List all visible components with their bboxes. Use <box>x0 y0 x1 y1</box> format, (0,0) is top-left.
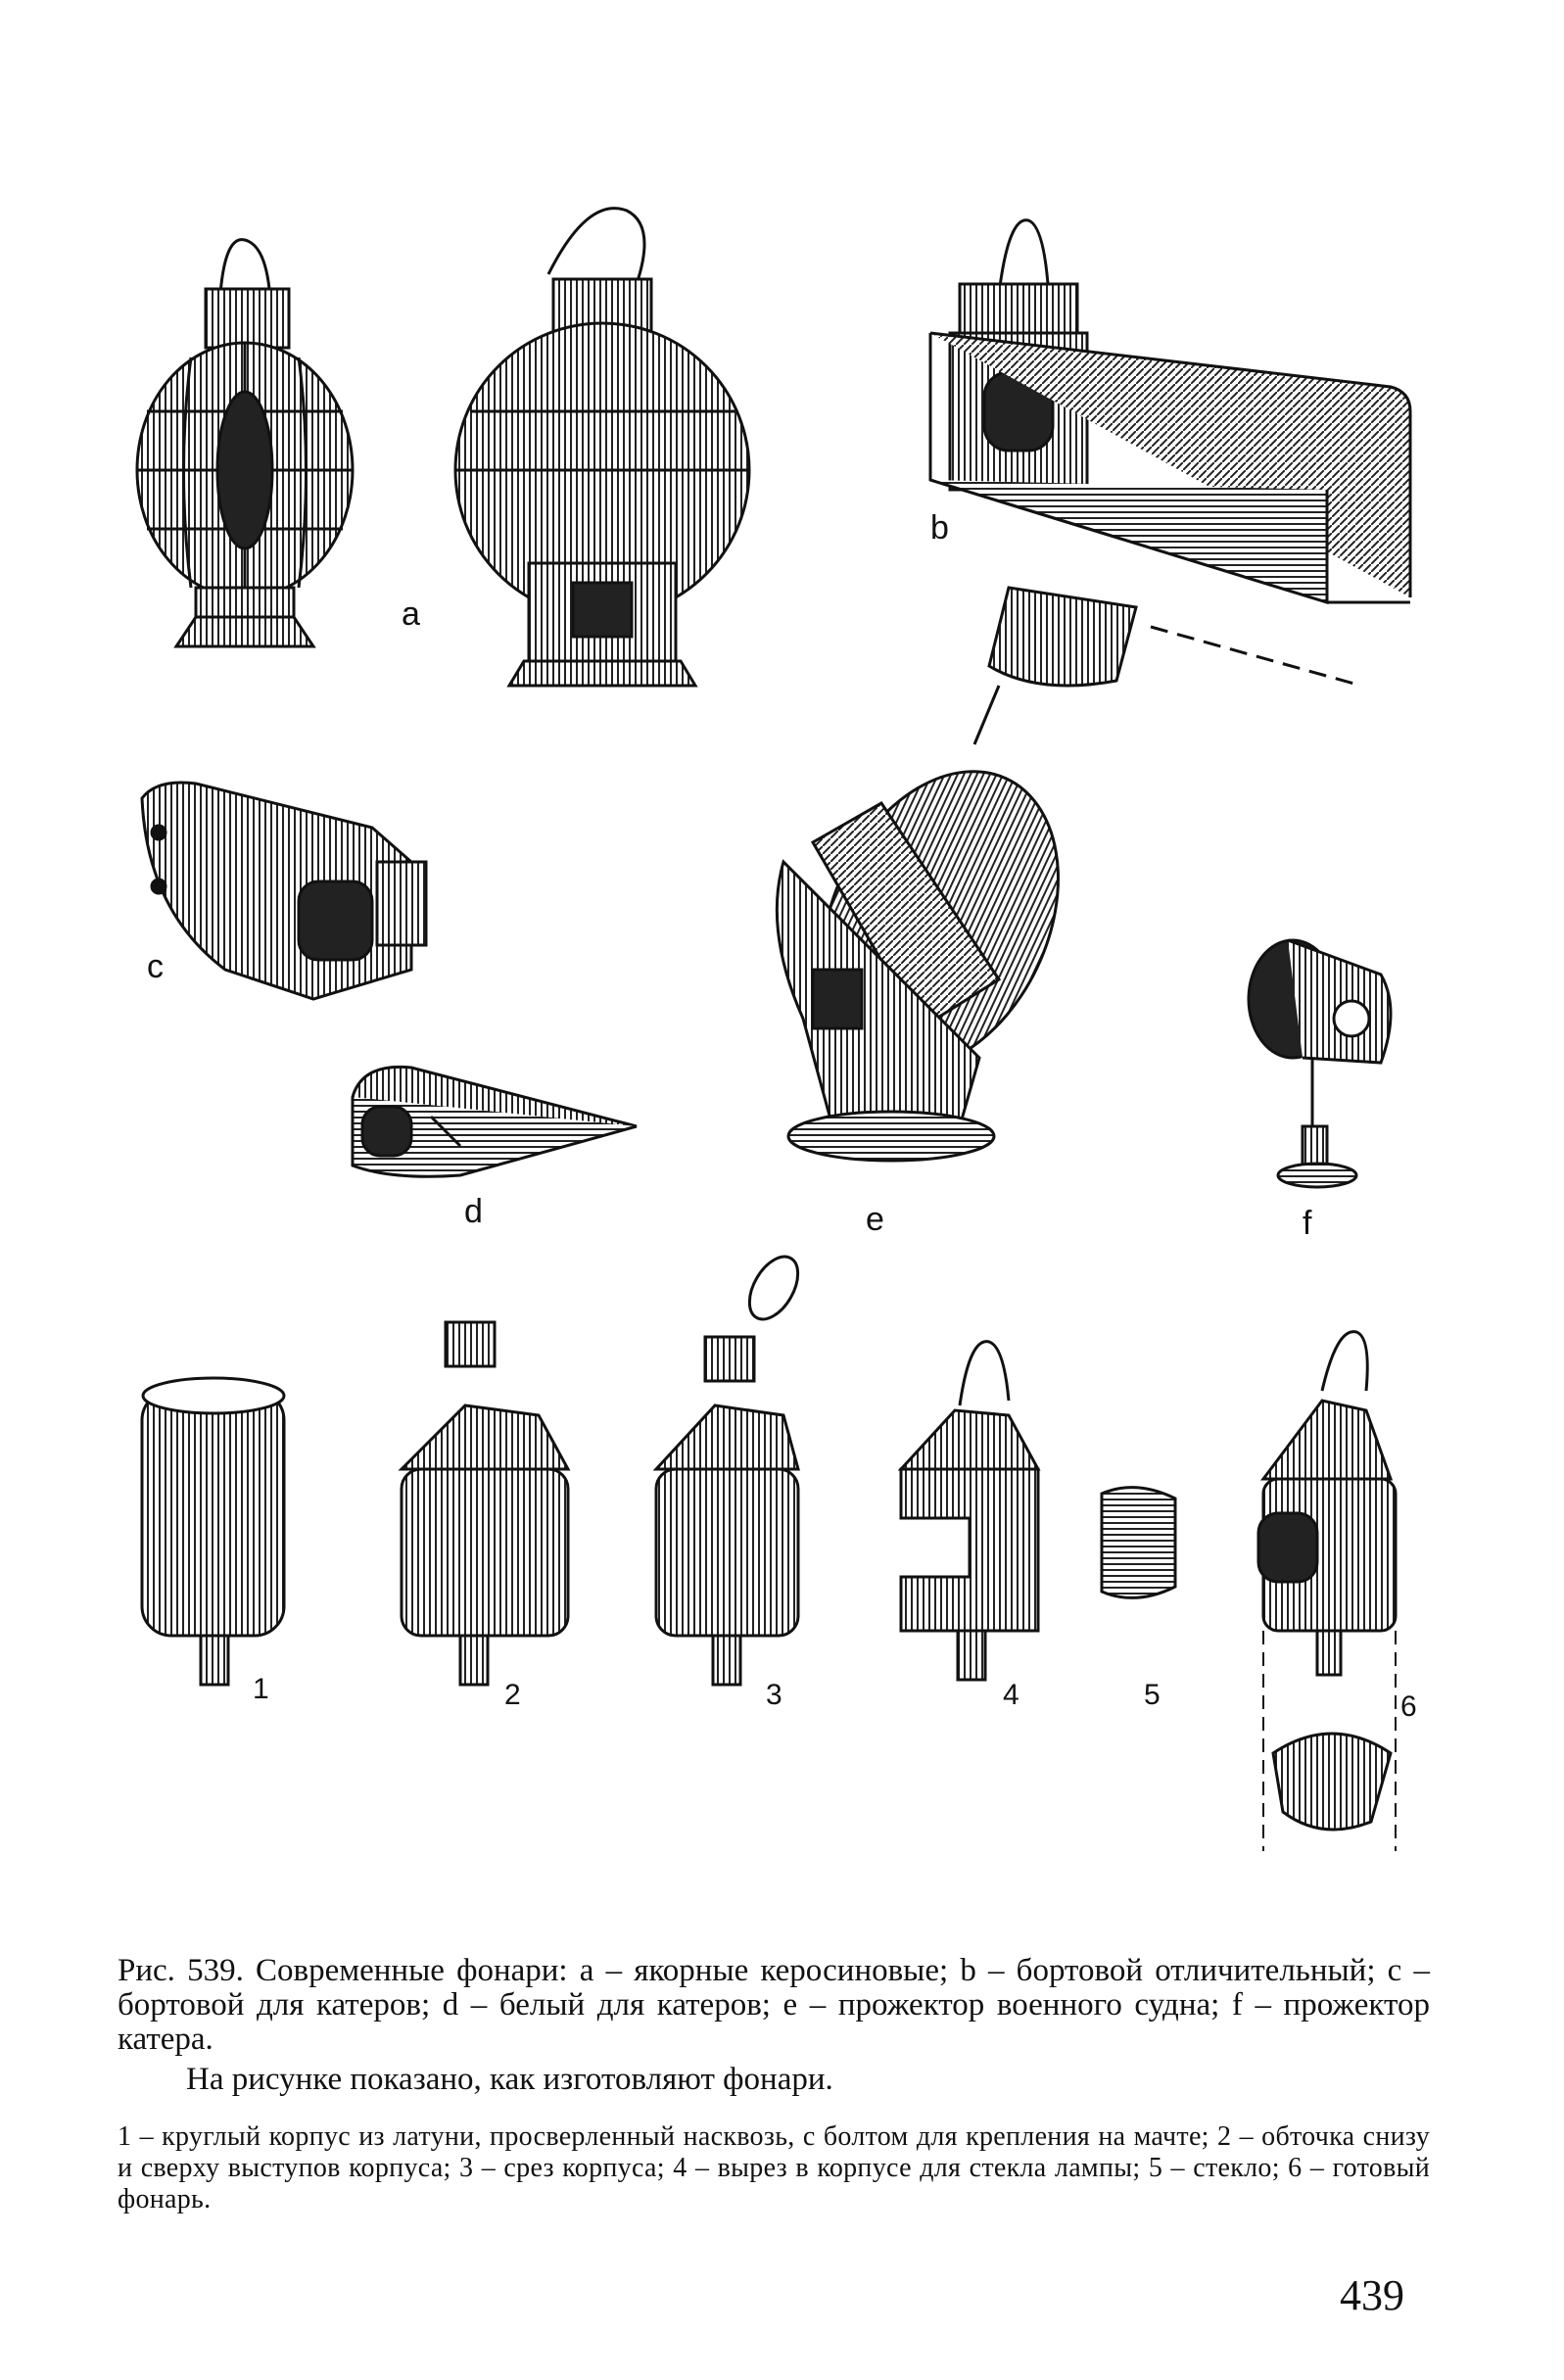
label-1: 1 <box>253 1673 269 1705</box>
step-6-finished-lantern <box>1256 1330 1398 1851</box>
boat-searchlight <box>1247 938 1393 1189</box>
label-3: 3 <box>766 1679 782 1711</box>
label-5: 5 <box>1144 1679 1161 1711</box>
label-b: b <box>930 509 949 547</box>
warship-searchlight <box>775 770 1060 1163</box>
label-e: e <box>866 1201 884 1238</box>
caption-intro: На рисунке показано, как изготовляют фон… <box>186 2062 833 2097</box>
figure-caption: Рис. 539. Современные фонари: a – якорны… <box>118 1953 1430 2057</box>
step-3-cut-body <box>652 1255 800 1687</box>
step-1-cylinder <box>140 1376 286 1687</box>
step-4-cutout-body <box>897 1340 1041 1682</box>
lantern-illustrations <box>135 207 1412 1851</box>
step-2-turned-body <box>398 1320 571 1687</box>
label-2: 2 <box>504 1679 521 1711</box>
label-4: 4 <box>1003 1679 1019 1711</box>
boat-side-light <box>140 781 428 1001</box>
anchor-lamp-globe <box>453 207 751 688</box>
label-f: f <box>1303 1205 1312 1242</box>
label-a: a <box>402 595 420 633</box>
anchor-lamp-caged <box>135 238 355 648</box>
label-d: d <box>464 1193 483 1230</box>
boat-white-light <box>351 1065 638 1178</box>
step-5-glass <box>1100 1486 1177 1599</box>
side-light-with-screen <box>928 218 1412 745</box>
caption-steps: 1 – круглый корпус из латуни, просверлен… <box>118 2121 1430 2214</box>
page-number: 439 <box>1340 2271 1404 2319</box>
label-6: 6 <box>1400 1690 1417 1723</box>
label-c: c <box>147 948 164 985</box>
